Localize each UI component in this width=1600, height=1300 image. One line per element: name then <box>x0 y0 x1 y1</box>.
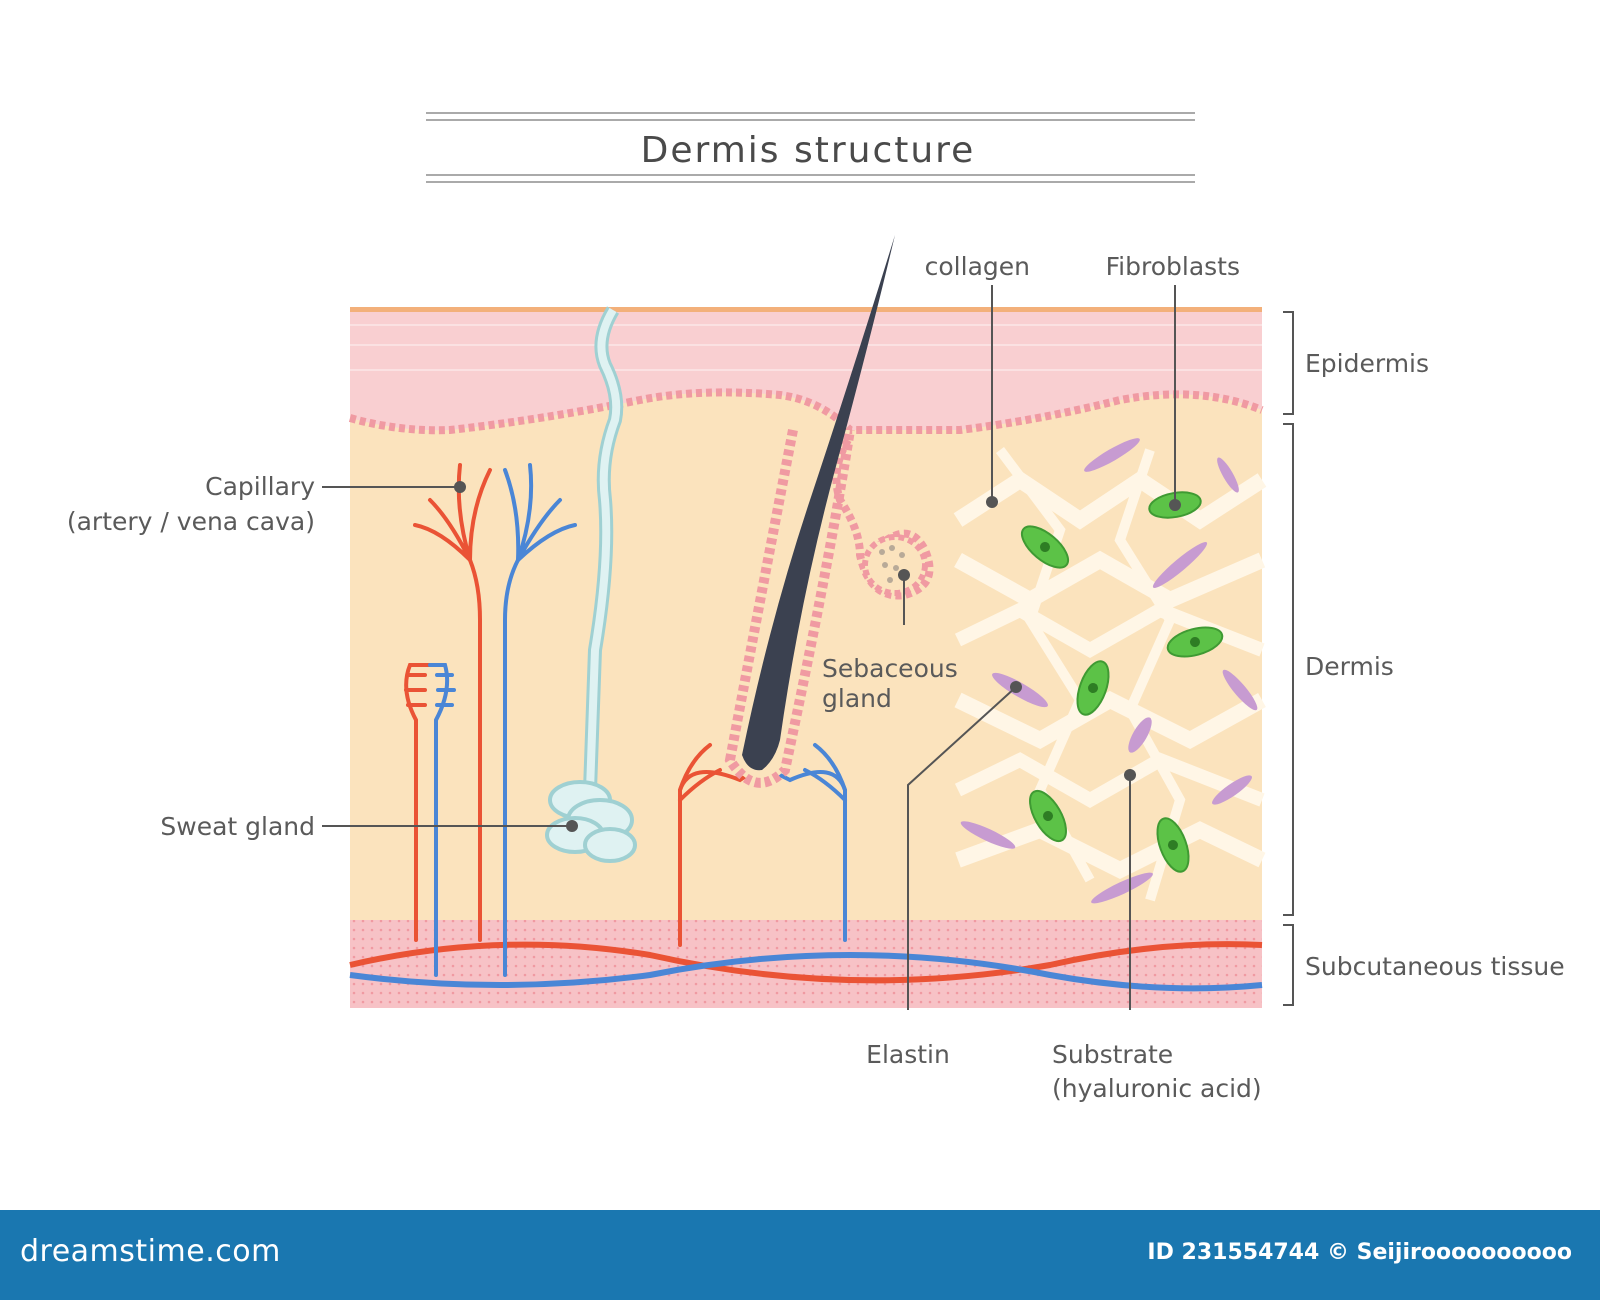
main-vein <box>349 952 1263 992</box>
leader-lines <box>322 285 1176 1010</box>
label-subcutaneous: Subcutaneous tissue <box>1305 952 1565 981</box>
layer-brackets <box>1283 311 1294 1006</box>
subcutaneous-layer <box>350 920 1262 1008</box>
elastin-fibers <box>960 438 1258 904</box>
epidermis-layer <box>348 307 1264 435</box>
label-sebaceous-gland: gland <box>822 684 892 713</box>
leader-dots <box>454 481 1181 832</box>
main-artery <box>349 941 1263 984</box>
title-frame <box>426 112 1195 183</box>
footer-logo[interactable]: dreamstime.com <box>20 1234 281 1269</box>
label-substrate: Substrate <box>1052 1040 1173 1069</box>
footer-image-id: ID 231554744 © Seijiroooooooooo <box>1147 1240 1572 1265</box>
footer-bar: dreamstime.com ID 231554744 © Seijiroooo… <box>0 1210 1600 1300</box>
sebaceous-gland <box>862 534 928 596</box>
page-title: Dermis structure <box>641 130 976 171</box>
sweat-gland <box>545 306 637 863</box>
label-dermis: Dermis <box>1305 652 1394 681</box>
label-sebaceous: Sebaceous <box>822 654 958 683</box>
label-capillary-detail: (artery / vena cava) <box>67 507 315 536</box>
label-sweat-gland: Sweat gland <box>160 812 315 841</box>
dermis-diagram: Dermis structure <box>67 112 1565 1103</box>
label-collagen: collagen <box>925 252 1030 281</box>
label-substrate-detail: (hyaluronic acid) <box>1052 1074 1262 1103</box>
capillary-group <box>404 463 577 977</box>
label-fibroblasts: Fibroblasts <box>1106 252 1240 281</box>
collagen-network <box>953 445 1267 920</box>
label-capillary: Capillary <box>205 472 315 501</box>
label-epidermis: Epidermis <box>1305 349 1429 378</box>
label-elastin: Elastin <box>866 1040 950 1069</box>
hair-shaft <box>742 235 895 771</box>
